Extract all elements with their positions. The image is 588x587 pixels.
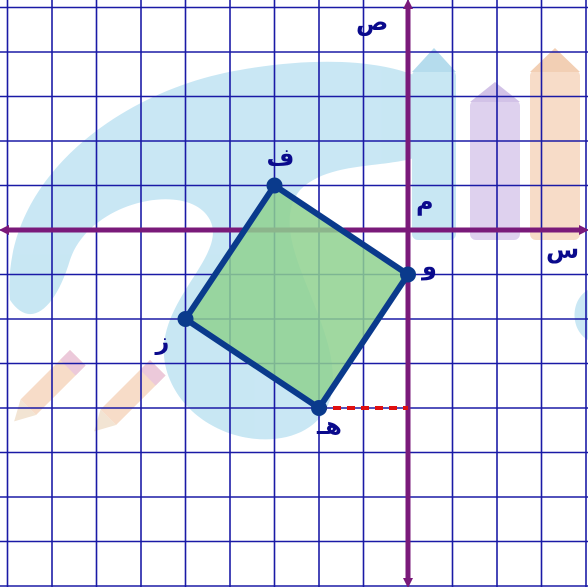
vertices: ف و هـ ز bbox=[155, 144, 437, 441]
vertex-point bbox=[311, 400, 327, 416]
vertex-point bbox=[266, 177, 283, 194]
watermark-crayon-blue bbox=[412, 70, 456, 240]
watermark-swirl-right bbox=[574, 290, 588, 340]
watermark-crayon-orange-tip bbox=[530, 48, 580, 72]
vertex-point bbox=[400, 266, 416, 283]
vertex-label: هـ bbox=[316, 412, 342, 440]
origin-label: م bbox=[416, 188, 434, 216]
vertex-label: و bbox=[421, 253, 437, 281]
watermark-crayon-blue-tip bbox=[412, 48, 456, 72]
x-axis-label: س bbox=[546, 236, 579, 264]
watermark-crayon-purple bbox=[470, 100, 520, 240]
vertex-label: ز bbox=[155, 327, 170, 355]
vertex-label: ف bbox=[267, 144, 295, 172]
watermark-crayon-orange bbox=[530, 70, 580, 240]
y-axis-label: ص bbox=[356, 8, 388, 36]
watermark-pencil-2 bbox=[94, 360, 166, 432]
watermark-pencil-1 bbox=[14, 350, 86, 422]
watermark-crayon-purple-tip bbox=[470, 82, 520, 102]
vertex-point bbox=[177, 311, 194, 327]
